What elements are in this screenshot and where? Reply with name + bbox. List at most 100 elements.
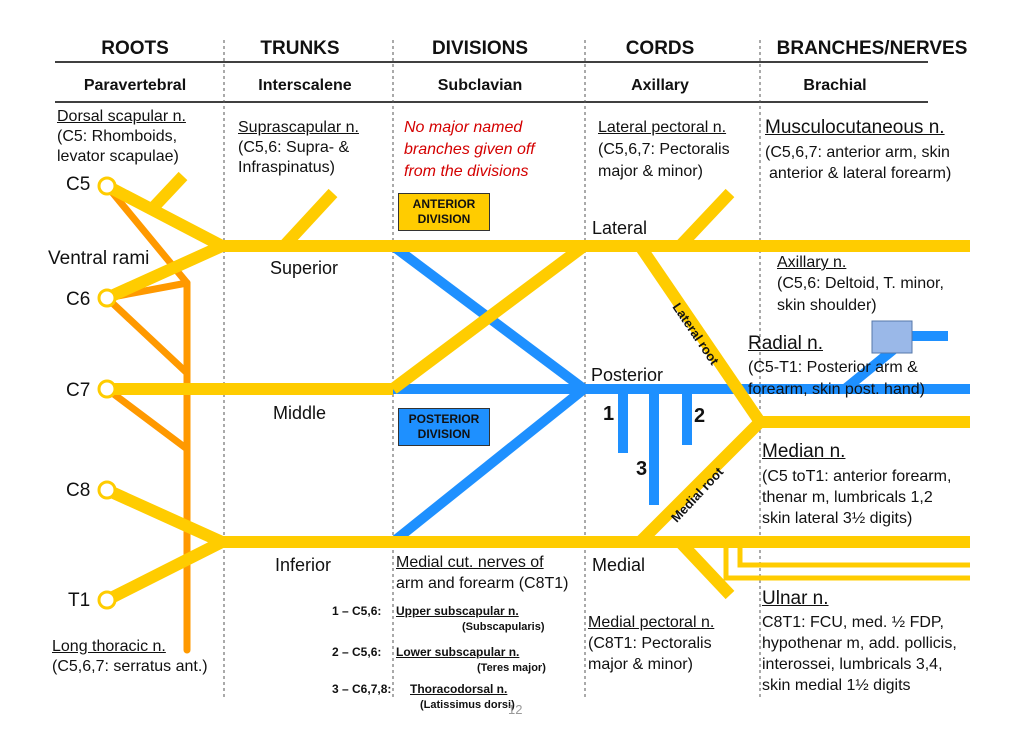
- upper-subscapular-muscle: (Subscapularis): [462, 621, 545, 633]
- radial-desc-1: (C5-T1: Posterior arm &: [748, 359, 918, 376]
- t1-label: T1: [68, 590, 91, 611]
- medial-root: [635, 417, 765, 547]
- ulnar-nerve-line-1: [737, 542, 970, 568]
- posterior-division-line-1: POSTERIOR: [408, 412, 480, 426]
- branch-number-3: 3: [636, 458, 648, 480]
- page-number: 12: [508, 702, 523, 717]
- ulnar-desc-3: interossei, lumbricals 3,4,: [762, 656, 943, 673]
- divisions-note-2: branches given off: [404, 141, 535, 158]
- orange-c6-down: [103, 294, 191, 377]
- ulnar-label: Ulnar n.: [762, 588, 829, 609]
- lateral-cord-label: Lateral: [592, 218, 648, 238]
- anterior-division-line-2: DIVISION: [417, 212, 471, 226]
- subheader-trunks: Interscalene: [258, 77, 352, 94]
- c8-label: C8: [66, 480, 91, 501]
- lateral-pectoral-desc-1: (C5,6,7: Pectoralis: [598, 141, 730, 158]
- medial-cut-line-1: Medial cut. nerves of: [396, 554, 544, 571]
- anterior-division-line-1: ANTERIOR: [412, 197, 476, 211]
- divisions-note-1: No major named: [404, 119, 523, 136]
- branch-number-1: 1: [603, 403, 615, 425]
- musculocutaneous-desc-1: (C5,6,7: anterior arm, skin: [765, 144, 950, 161]
- thoracodorsal-muscle: (Latissimus dorsi): [420, 699, 515, 711]
- header-divisions: DIVISIONS: [431, 38, 529, 59]
- inferior-trunk-label: Inferior: [275, 555, 332, 575]
- suprascapular-desc-1: (C5,6: Supra- &: [238, 139, 350, 156]
- musculocutaneous-label: Musculocutaneous n.: [765, 117, 945, 138]
- c6-root: [104, 240, 225, 304]
- middle-to-lateral-anterior: [389, 241, 588, 394]
- lateral-root: [635, 242, 765, 426]
- anterior-division-box: ANTERIOR DIVISION: [398, 193, 490, 231]
- median-desc-2: thenar m, lumbricals 1,2: [762, 489, 933, 506]
- radial-desc-2: forearm, skin post. hand): [748, 381, 925, 398]
- ulnar-desc-1: C8T1: FCU, med. ½ FDP,: [762, 614, 944, 631]
- dorsal-scapular-label: Dorsal scapular n.: [57, 108, 186, 125]
- median-desc-1: (C5 toT1: anterior forearm,: [762, 468, 952, 485]
- lower-subscapular-label: Lower subscapular n.: [396, 645, 520, 659]
- ventral-rami-label: Ventral rami: [48, 248, 150, 269]
- medial-pectoral-desc-1: (C8T1: Pectoralis: [588, 635, 712, 652]
- dorsal-scapular-desc-2: levator scapulae): [57, 148, 179, 165]
- medial-cut-line-2: arm and forearm (C8T1): [396, 575, 569, 592]
- header-branches: BRANCHES/NERVES: [776, 38, 968, 59]
- middle-trunk-label: Middle: [273, 403, 327, 423]
- c6-circle: [97, 288, 117, 308]
- t1-circle: [97, 590, 117, 610]
- t1-root: [104, 536, 225, 606]
- subheader-divisions: Subclavian: [437, 77, 523, 94]
- header-cords: CORDS: [625, 38, 695, 59]
- header-trunks: TRUNKS: [260, 38, 340, 59]
- c8-root: [104, 484, 225, 548]
- lower-subscapular-muscle: (Teres major): [477, 662, 546, 674]
- long-thoracic-label: Long thoracic n.: [52, 638, 166, 655]
- c7-label: C7: [66, 380, 91, 401]
- upper-subscapular-label: Upper subscapular n.: [396, 604, 519, 618]
- median-label: Median n.: [762, 441, 846, 462]
- thoracodorsal-prefix: 3 – C6,7,8:: [332, 682, 392, 696]
- c5-label: C5: [66, 174, 91, 195]
- dorsal-scapular-stub: [147, 171, 188, 214]
- dorsal-scapular-desc-1: (C5: Rhomboids,: [57, 128, 178, 145]
- thoracodorsal-label: Thoracodorsal n.: [410, 682, 508, 696]
- posterior-division-line-2: DIVISION: [417, 427, 471, 441]
- medial-cord-label: Medial: [592, 555, 646, 575]
- upper-subscapular-prefix: 1 – C5,6:: [332, 604, 382, 618]
- lateral-pectoral-label: Lateral pectoral n.: [598, 119, 727, 136]
- c5-circle: [97, 176, 117, 196]
- axillary-label: Axillary n.: [777, 254, 847, 271]
- suprascapular-desc-2: Infraspinatus): [238, 159, 335, 176]
- lower-subscapular-prefix: 2 – C5,6:: [332, 645, 382, 659]
- superior-trunk-label: Superior: [270, 258, 339, 278]
- subheader-cords: Axillary: [631, 77, 689, 94]
- medial-pectoral-desc-2: major & minor): [588, 656, 693, 673]
- ulnar-desc-4: skin medial 1½ digits: [762, 677, 911, 694]
- subheader-branches: Brachial: [803, 77, 867, 94]
- posterior-div-inferior: [389, 385, 588, 546]
- medial-pectoral-branch: [675, 537, 735, 600]
- musculocutaneous-desc-2: anterior & lateral forearm): [769, 165, 952, 182]
- c6-label: C6: [66, 289, 91, 310]
- ulnar-nerve-line-2: [723, 542, 970, 581]
- orange-c7-down: [103, 385, 191, 453]
- c5-root: [104, 180, 225, 252]
- axillary-desc-2: skin shoulder): [777, 297, 877, 314]
- c7-circle: [97, 379, 117, 399]
- c8-circle: [97, 480, 117, 500]
- lateral-pectoral-desc-2: major & minor): [598, 163, 703, 180]
- posterior-division-box: POSTERIOR DIVISION: [398, 408, 490, 446]
- axillary-desc-1: (C5,6: Deltoid, T. minor,: [777, 275, 944, 292]
- axillary-nerve-crossing: [871, 320, 913, 354]
- median-desc-3: skin lateral 3½ digits): [762, 510, 913, 527]
- header-roots: ROOTS: [101, 38, 169, 59]
- suprascapular-label: Suprascapular n.: [238, 119, 359, 136]
- posterior-cord-label: Posterior: [591, 365, 664, 385]
- branch-number-2: 2: [694, 405, 706, 427]
- suprascapular-branch: [279, 188, 338, 251]
- lateral-pectoral-branch: [675, 188, 735, 251]
- radial-label: Radial n.: [748, 333, 823, 354]
- ulnar-desc-2: hypothenar m, add. pollicis,: [762, 635, 957, 652]
- subheader-roots: Paravertebral: [83, 77, 187, 94]
- divisions-note-3: from the divisions: [404, 163, 529, 180]
